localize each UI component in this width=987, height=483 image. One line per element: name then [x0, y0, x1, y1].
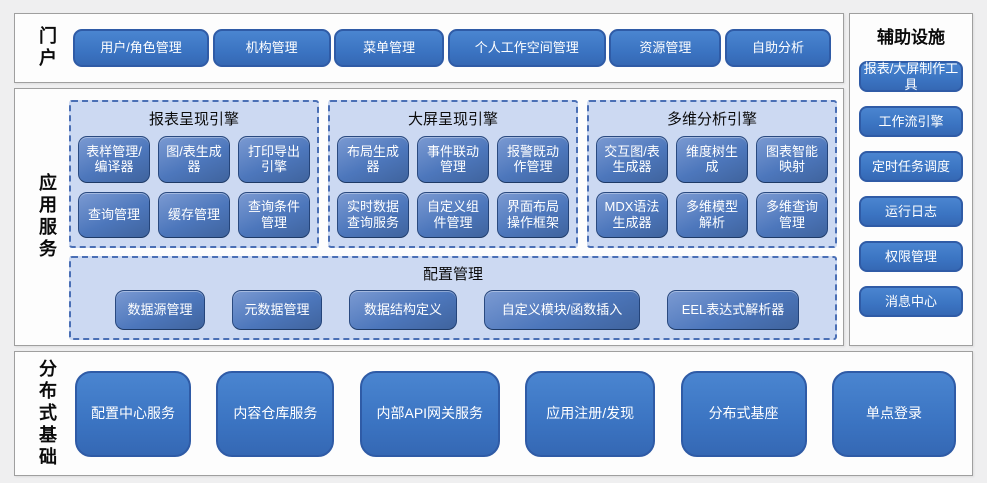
report-engine-item: 表样管理/编译器 — [78, 136, 150, 183]
olap-engine-item: 多维查询管理 — [756, 191, 828, 238]
aux-item-run-logs: 运行日志 — [859, 196, 963, 227]
config-mgmt-panel: 配置管理 数据源管理 元数据管理 数据结构定义 自定义模块/函数插入 EEL表达… — [69, 256, 837, 340]
dashboard-engine-item: 事件联动管理 — [417, 136, 489, 183]
auxiliary-section-title: 辅助设施 — [877, 28, 945, 47]
report-engine-panel: 报表呈现引擎 表样管理/编译器 图/表生成器 打印导出引擎 查询管理 缓存管理 … — [69, 100, 319, 248]
distributed-section-label: 分布式基础 — [37, 358, 57, 469]
dashboard-engine-item: 报警既动作管理 — [497, 136, 569, 183]
dashboard-engine-item: 布局生成器 — [337, 136, 409, 183]
dashboard-engine-item: 自定义组件管理 — [417, 191, 489, 238]
olap-engine-panel: 多维分析引擎 交互图/表生成器 维度树生成 图表智能映射 MDX语法生成器 多维… — [587, 100, 837, 248]
dist-item-distributed-base: 分布式基座 — [680, 370, 807, 457]
olap-engine-grid: 交互图/表生成器 维度树生成 图表智能映射 MDX语法生成器 多维模型解析 多维… — [596, 136, 828, 238]
dashboard-engine-item: 实时数据查询服务 — [337, 191, 409, 238]
config-item-custom-module: 自定义模块/函数插入 — [484, 290, 640, 330]
distributed-section: 分布式基础 配置中心服务 内容仓库服务 内部API网关服务 应用注册/发现 分布… — [14, 351, 973, 476]
config-item-metadata-mgmt: 元数据管理 — [232, 290, 322, 330]
engine-panels-row: 报表呈现引擎 表样管理/编译器 图/表生成器 打印导出引擎 查询管理 缓存管理 … — [69, 100, 837, 248]
app-services-section: 应用服务 报表呈现引擎 表样管理/编译器 图/表生成器 打印导出引擎 查询管理 … — [14, 88, 844, 346]
dist-item-sso: 单点登录 — [831, 370, 956, 457]
olap-engine-item: 交互图/表生成器 — [596, 136, 668, 183]
report-engine-item: 图/表生成器 — [158, 136, 230, 183]
portal-item-user-role-mgmt: 用户/角色管理 — [73, 29, 209, 67]
dist-item-api-gateway: 内部API网关服务 — [359, 370, 500, 457]
olap-engine-item: 多维模型解析 — [676, 191, 748, 238]
portal-item-org-mgmt: 机构管理 — [212, 29, 331, 67]
report-engine-title: 报表呈现引擎 — [148, 111, 239, 128]
dist-item-config-center: 配置中心服务 — [75, 370, 191, 457]
portal-section-label: 门户 — [37, 26, 57, 70]
portal-item-resource-mgmt: 资源管理 — [609, 29, 722, 67]
report-engine-item: 查询条件管理 — [238, 191, 310, 238]
dashboard-engine-panel: 大屏呈现引擎 布局生成器 事件联动管理 报警既动作管理 实时数据查询服务 自定义… — [328, 100, 578, 248]
config-item-datasource-mgmt: 数据源管理 — [115, 290, 205, 330]
olap-engine-item: MDX语法生成器 — [596, 191, 668, 238]
report-engine-item: 打印导出引擎 — [238, 136, 310, 183]
dashboard-engine-item: 界面布局操作框架 — [497, 191, 569, 238]
dashboard-engine-grid: 布局生成器 事件联动管理 报警既动作管理 实时数据查询服务 自定义组件管理 界面… — [337, 136, 569, 238]
aux-item-workflow-engine: 工作流引擎 — [859, 106, 963, 137]
auxiliary-column: 辅助设施 报表/大屏制作工具 工作流引擎 定时任务调度 运行日志 权限管理 消息… — [850, 14, 972, 345]
aux-item-message-center: 消息中心 — [859, 286, 963, 317]
config-item-eel-parser: EEL表达式解析器 — [667, 290, 799, 330]
dist-item-content-repo: 内容仓库服务 — [216, 370, 335, 457]
report-engine-item: 查询管理 — [78, 191, 150, 238]
portal-section: 门户 用户/角色管理 机构管理 菜单管理 个人工作空间管理 资源管理 自助分析 — [14, 13, 844, 83]
dist-item-app-registry: 应用注册/发现 — [525, 370, 656, 457]
distributed-button-row: 配置中心服务 内容仓库服务 内部API网关服务 应用注册/发现 分布式基座 单点… — [75, 352, 956, 475]
auxiliary-section: 辅助设施 报表/大屏制作工具 工作流引擎 定时任务调度 运行日志 权限管理 消息… — [849, 13, 973, 346]
config-mgmt-row: 数据源管理 元数据管理 数据结构定义 自定义模块/函数插入 EEL表达式解析器 — [71, 290, 835, 330]
portal-item-menu-mgmt: 菜单管理 — [334, 29, 445, 67]
aux-item-permission-mgmt: 权限管理 — [859, 241, 963, 272]
config-item-data-structure: 数据结构定义 — [349, 290, 457, 330]
aux-item-scheduler: 定时任务调度 — [859, 151, 963, 182]
olap-engine-title: 多维分析引擎 — [666, 111, 757, 128]
portal-item-workspace-mgmt: 个人工作空间管理 — [447, 29, 606, 67]
report-engine-item: 缓存管理 — [158, 191, 230, 238]
portal-item-self-analysis: 自助分析 — [724, 29, 831, 67]
app-services-section-label: 应用服务 — [37, 173, 57, 261]
portal-button-row: 用户/角色管理 机构管理 菜单管理 个人工作空间管理 资源管理 自助分析 — [73, 14, 831, 82]
aux-item-report-tool: 报表/大屏制作工具 — [859, 61, 963, 92]
report-engine-grid: 表样管理/编译器 图/表生成器 打印导出引擎 查询管理 缓存管理 查询条件管理 — [78, 136, 310, 238]
dashboard-engine-title: 大屏呈现引擎 — [407, 111, 498, 128]
olap-engine-item: 图表智能映射 — [756, 136, 828, 183]
olap-engine-item: 维度树生成 — [676, 136, 748, 183]
config-mgmt-title: 配置管理 — [422, 266, 483, 283]
